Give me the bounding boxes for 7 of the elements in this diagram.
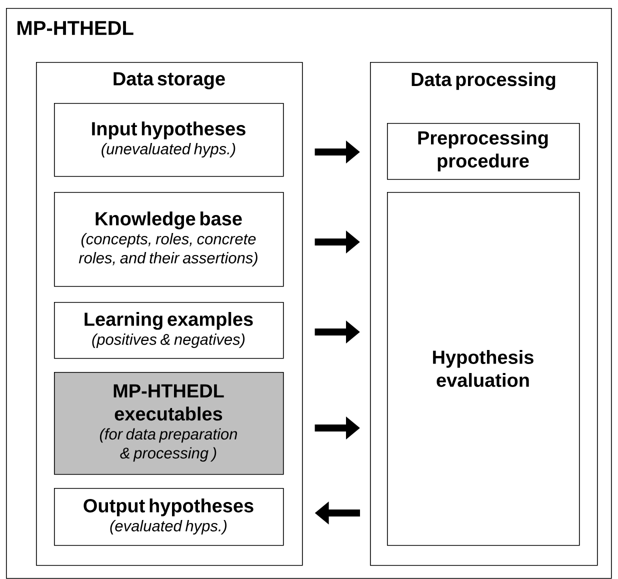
process-box: Learning examples (positives & negatives) [54, 302, 284, 359]
process-box: MP-HTHEDL executables (for data preparation & processing ) [54, 372, 284, 475]
process-box: Knowledge base (concepts, roles, concrete roles, and their assertions) [54, 192, 284, 287]
process-box: Output hypotheses (evaluated hyps.) [54, 488, 284, 546]
process-box: Preprocessing procedure [387, 123, 580, 180]
process-box: Hypothesis evaluation [387, 192, 580, 546]
process-box: Input hypotheses (unevaluated hyps.) [54, 103, 284, 177]
